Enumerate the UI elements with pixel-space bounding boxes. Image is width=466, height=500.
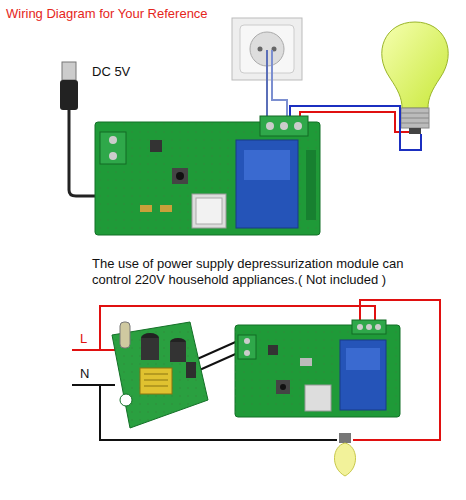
socket-wire — [266, 50, 268, 118]
diagram-title: Wiring Diagram for Your Reference — [6, 6, 208, 21]
voltage-label: DC 5V — [92, 64, 130, 79]
light-bulb — [382, 22, 448, 134]
socket-wire — [272, 50, 287, 118]
power-module — [112, 322, 208, 428]
light-bulb — [334, 433, 355, 476]
neutral-label: N — [80, 366, 89, 381]
dc-wire — [195, 340, 240, 360]
live-wire — [72, 349, 115, 351]
relay-board — [235, 320, 400, 417]
dc-wire — [195, 352, 240, 372]
neutral-wire — [72, 384, 115, 386]
relay-board — [95, 116, 320, 235]
note-text: The use of power supply depressurization… — [92, 256, 442, 288]
live-label: L — [80, 331, 87, 346]
